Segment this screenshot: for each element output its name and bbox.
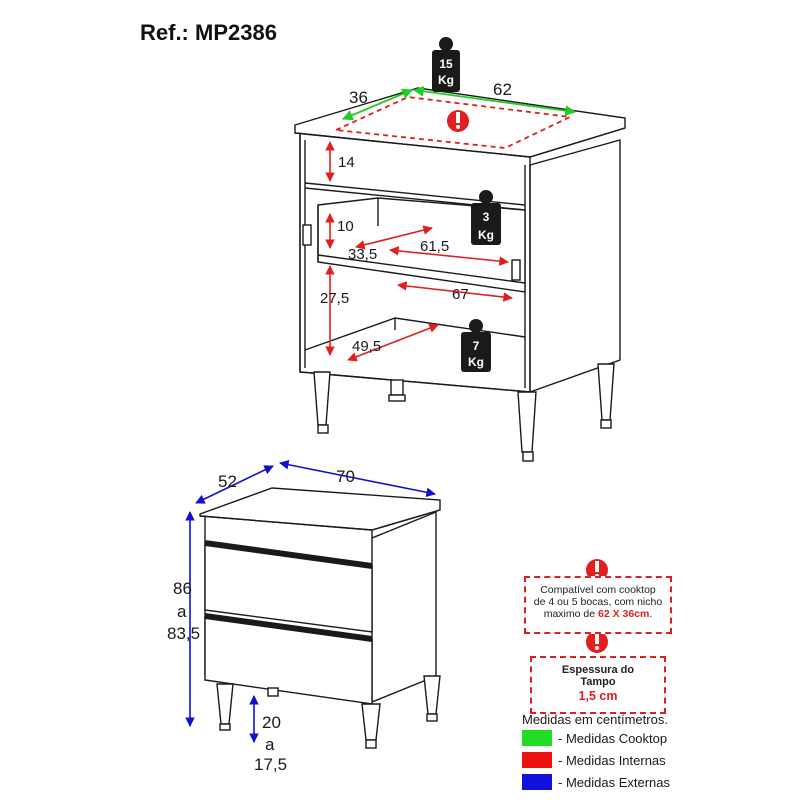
- dim-bottom-depth: 49,5: [352, 338, 381, 355]
- reference-code: Ref.: MP2386: [140, 20, 277, 45]
- svg-text:Kg: Kg: [468, 355, 484, 369]
- svg-text:7: 7: [473, 339, 480, 353]
- note-title: Espessura do: [561, 664, 635, 676]
- dim-cooktop-width: 62: [493, 80, 512, 99]
- leg: [517, 391, 537, 453]
- legend-item-internal: - Medidas Internas: [522, 751, 666, 769]
- dim-inner-width: 67: [452, 286, 469, 303]
- dim-drawer-width-arrow: [389, 246, 509, 266]
- weight-3kg-icon: 3 Kg: [471, 190, 501, 245]
- svg-text:Kg: Kg: [438, 73, 454, 87]
- cooktop-depth-arrow: [342, 88, 413, 121]
- leg: [423, 675, 441, 715]
- dim-leg-height-min: 17,5: [254, 755, 287, 774]
- dim-external-depth: 52: [218, 472, 237, 491]
- drawer-handle-upper: [205, 540, 372, 569]
- dim-lower-height: 27,5: [320, 290, 349, 307]
- svg-text:Kg: Kg: [478, 228, 494, 242]
- open-cabinet-drawing: [294, 87, 626, 462]
- dim-external-height-max: 86: [173, 579, 192, 598]
- note-line: Compatível com cooktop: [540, 584, 656, 596]
- dim-drawer-depth-arrow: [355, 225, 433, 250]
- legend-swatch-blue: [522, 774, 552, 790]
- dim-leg-height-a: a: [265, 735, 275, 754]
- leg: [361, 703, 381, 741]
- svg-text:3: 3: [483, 210, 490, 224]
- closed-cabinet-drawing: [199, 487, 441, 749]
- dim-drawer-depth: 33,5: [348, 246, 377, 263]
- dim-leg-height-max: 20: [262, 713, 281, 732]
- drawer-handle-lower: [205, 613, 372, 642]
- dim-external-height-min: 83,5: [167, 624, 200, 643]
- legend-item-external: - Medidas Externas: [522, 773, 670, 791]
- dim-external-depth-arrow: [195, 465, 274, 504]
- dim-external-width-arrow: [279, 459, 436, 498]
- dim-drawer-width: 61,5: [420, 238, 449, 255]
- weight-15kg-icon: 15 Kg: [432, 37, 460, 92]
- legend-swatch-red: [522, 752, 552, 768]
- legend-swatch-green: [522, 730, 552, 746]
- cooktop-niche-outline: [332, 96, 574, 149]
- top-thickness-note: Espessura do Tampo 1,5 cm: [530, 656, 666, 714]
- dim-bottom-depth-arrow: [347, 323, 439, 362]
- cooktop-compat-note: Compatível com cooktop de 4 ou 5 bocas, …: [524, 576, 672, 634]
- warning-icon: [447, 110, 469, 132]
- closed-countertop: [199, 487, 441, 531]
- note-title: Tampo: [580, 676, 616, 688]
- dim-cooktop-depth: 36: [349, 88, 368, 107]
- note-value: 1,5 cm: [578, 689, 618, 703]
- dim-external-width: 70: [336, 467, 355, 486]
- dim-top-gap: 14: [338, 154, 355, 171]
- cooktop-width-arrow: [412, 85, 577, 117]
- legend-item-cooktop: - Medidas Cooktop: [522, 729, 667, 747]
- note-line: de 4 ou 5 bocas, com nicho: [533, 596, 663, 608]
- dim-external-height-a: a: [177, 602, 187, 621]
- leg: [216, 683, 234, 725]
- note-line: maximo de 62 X 36cm.: [543, 608, 653, 620]
- weight-7kg-icon: 7 Kg: [461, 319, 491, 372]
- dim-inner-width-arrow: [397, 281, 513, 302]
- warning-icon: [586, 631, 608, 653]
- svg-text:15: 15: [439, 57, 453, 71]
- dim-drawer-height: 10: [337, 218, 354, 235]
- leg: [597, 363, 615, 421]
- legend-title: Medidas em centímetros.: [522, 712, 668, 727]
- leg: [313, 371, 331, 426]
